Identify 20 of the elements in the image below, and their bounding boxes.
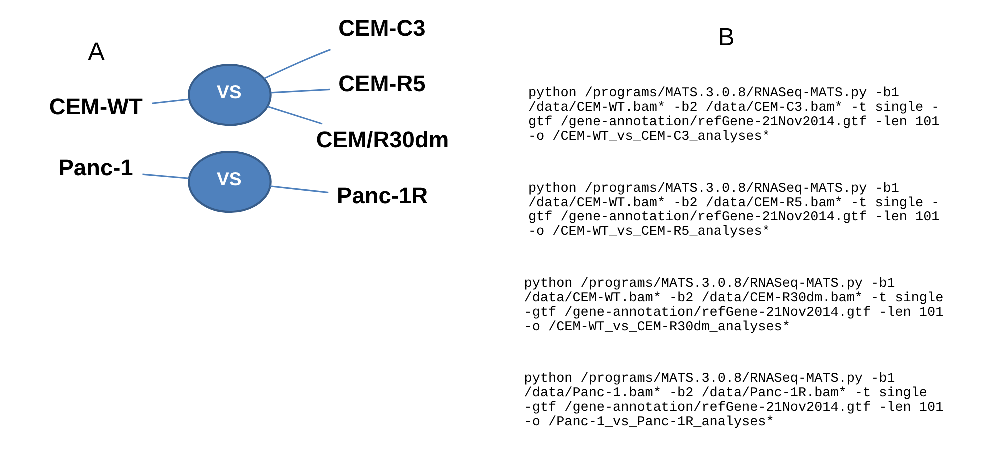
connector [270, 186, 329, 194]
label: B [718, 24, 735, 52]
node-text: CEM-C3 [338, 14, 426, 41]
connector [264, 49, 332, 80]
node-text: Panc-1 [58, 154, 134, 180]
connector [268, 106, 323, 125]
node-text: CEM-R5 [338, 70, 426, 97]
label: python /programs/MATS.3.0.8/RNASeq-MATS.py -b1 /data/Panc-1.bam* -b2 /data/Panc-1R.bam* -t single -gtf /gene-annotation/refGene-21Nov2014.gtf -len 101 -o /Panc-1_vs_Panc-1R_analyses* [524, 372, 944, 431]
label: python /programs/MATS.3.0.8/RNASeq-MATS.py -b1 /data/CEM-WT.bam* -b2 /data/CEM-C3.bam* -t single - gtf /gene-annotation/refGene-21Nov2014.gtf -len 101 -o /CEM-WT_vs_CEM-C3_analyses* [528, 86, 940, 146]
node-text: CEM-WT [49, 93, 143, 120]
node-text: CEM/R30dm [316, 126, 450, 152]
node-ellipse: VS [188, 151, 272, 214]
label: python /programs/MATS.3.0.8/RNASeq-MATS.py -b1 /data/CEM-WT.bam* -b2 /data/CEM-R5.bam* -t single - gtf /gene-annotation/refGene-21Nov2014.gtf -len 101 -o /CEM-WT_vs_CEM-R5_analyses* [528, 182, 940, 240]
connector [270, 88, 330, 94]
connector [152, 98, 190, 104]
node-text: Panc-1R [337, 182, 428, 208]
label: A [88, 39, 105, 66]
label: python /programs/MATS.3.0.8/RNASeq-MATS.py -b1 /data/CEM-WT.bam* -b2 /data/CEM-R30dm.bam* -t single -gtf /gene-annotation/refGene-21Nov2014.gtf -len 101 -o /CEM-WT_vs_CEM-R30dm_analyses* [524, 276, 944, 336]
connector [142, 174, 190, 180]
node-ellipse: VS [188, 64, 272, 126]
